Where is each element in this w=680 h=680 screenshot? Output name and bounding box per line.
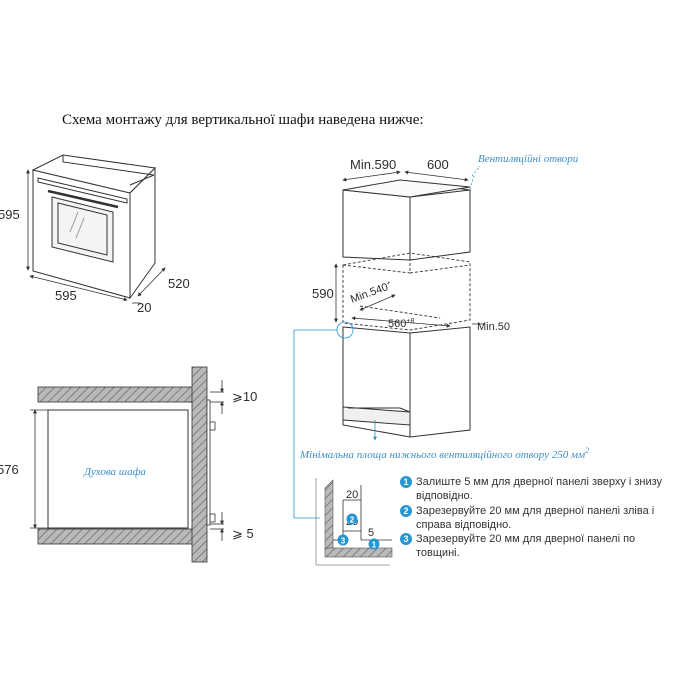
section-height-label: 576	[0, 462, 19, 477]
top-gap-label: ⩾10	[232, 389, 257, 404]
note-item: 2 Зарезервуйте 20 мм для дверної панелі …	[400, 504, 672, 533]
detail-dim-20-top: 20	[346, 489, 358, 501]
note-number-badge: 2	[400, 504, 412, 517]
niche-height-label: 590	[312, 286, 334, 301]
min-depth-label: Min.540+	[349, 280, 394, 306]
section-dimension-lines	[30, 380, 224, 541]
oven-isometric	[31, 154, 157, 300]
oven-dimension-lines	[26, 169, 166, 304]
oven-door-label: 20	[137, 300, 151, 315]
inner-width-label: 560+8	[388, 318, 414, 330]
svg-text:3: 3	[341, 537, 346, 546]
cabinet-niche	[342, 252, 471, 331]
cabinet-min-width-label: Min.590	[350, 157, 396, 172]
detail-marker-1: 1	[368, 538, 380, 550]
bottom-gap-label: ⩾ 5	[232, 526, 254, 541]
note-number-badge: 3	[400, 533, 412, 546]
cabinet-isometric	[342, 179, 471, 438]
note-text: Залиште 5 мм для дверної панелі зверху і…	[416, 476, 663, 503]
detail-view	[315, 478, 393, 566]
oven-cabinet-label: Духова шафа	[83, 466, 146, 478]
note-item: 3 Зарезервуйте 20 мм для дверної панелі …	[400, 532, 672, 561]
page-title: Схема монтажу для вертикальної шафи наве…	[62, 112, 424, 128]
detail-marker-3: 3	[337, 534, 349, 546]
min-gap-label: Min.50	[477, 321, 510, 333]
note-number-badge: 1	[400, 476, 412, 488]
cabinet-width-label: 600	[427, 157, 449, 172]
detail-marker-2: 2	[346, 513, 358, 525]
note-item: 1 Залиште 5 мм для дверної панелі зверху…	[400, 475, 672, 504]
vent-holes-label: Вентиляційні отвори	[478, 153, 579, 165]
oven-height-label: 595	[0, 207, 20, 222]
note-text: Зарезервуйте 20 мм для дверної панелі по…	[416, 533, 636, 560]
installation-notes: 1 Залиште 5 мм для дверної панелі зверху…	[400, 475, 672, 561]
vent-area-note: Мінімальна площа нижнього вентиляційного…	[299, 446, 589, 461]
svg-text:2: 2	[350, 516, 355, 525]
cabinet-dimension-lines	[334, 170, 485, 328]
oven-width-label: 595	[55, 288, 77, 303]
vent-callouts	[293, 165, 481, 519]
oven-depth-label: 520	[168, 276, 190, 291]
svg-text:1: 1	[372, 541, 377, 550]
section-view	[37, 366, 216, 563]
detail-dim-5: 5	[368, 527, 374, 539]
note-text: Зарезервуйте 20 мм для дверної панелі зл…	[416, 504, 655, 531]
